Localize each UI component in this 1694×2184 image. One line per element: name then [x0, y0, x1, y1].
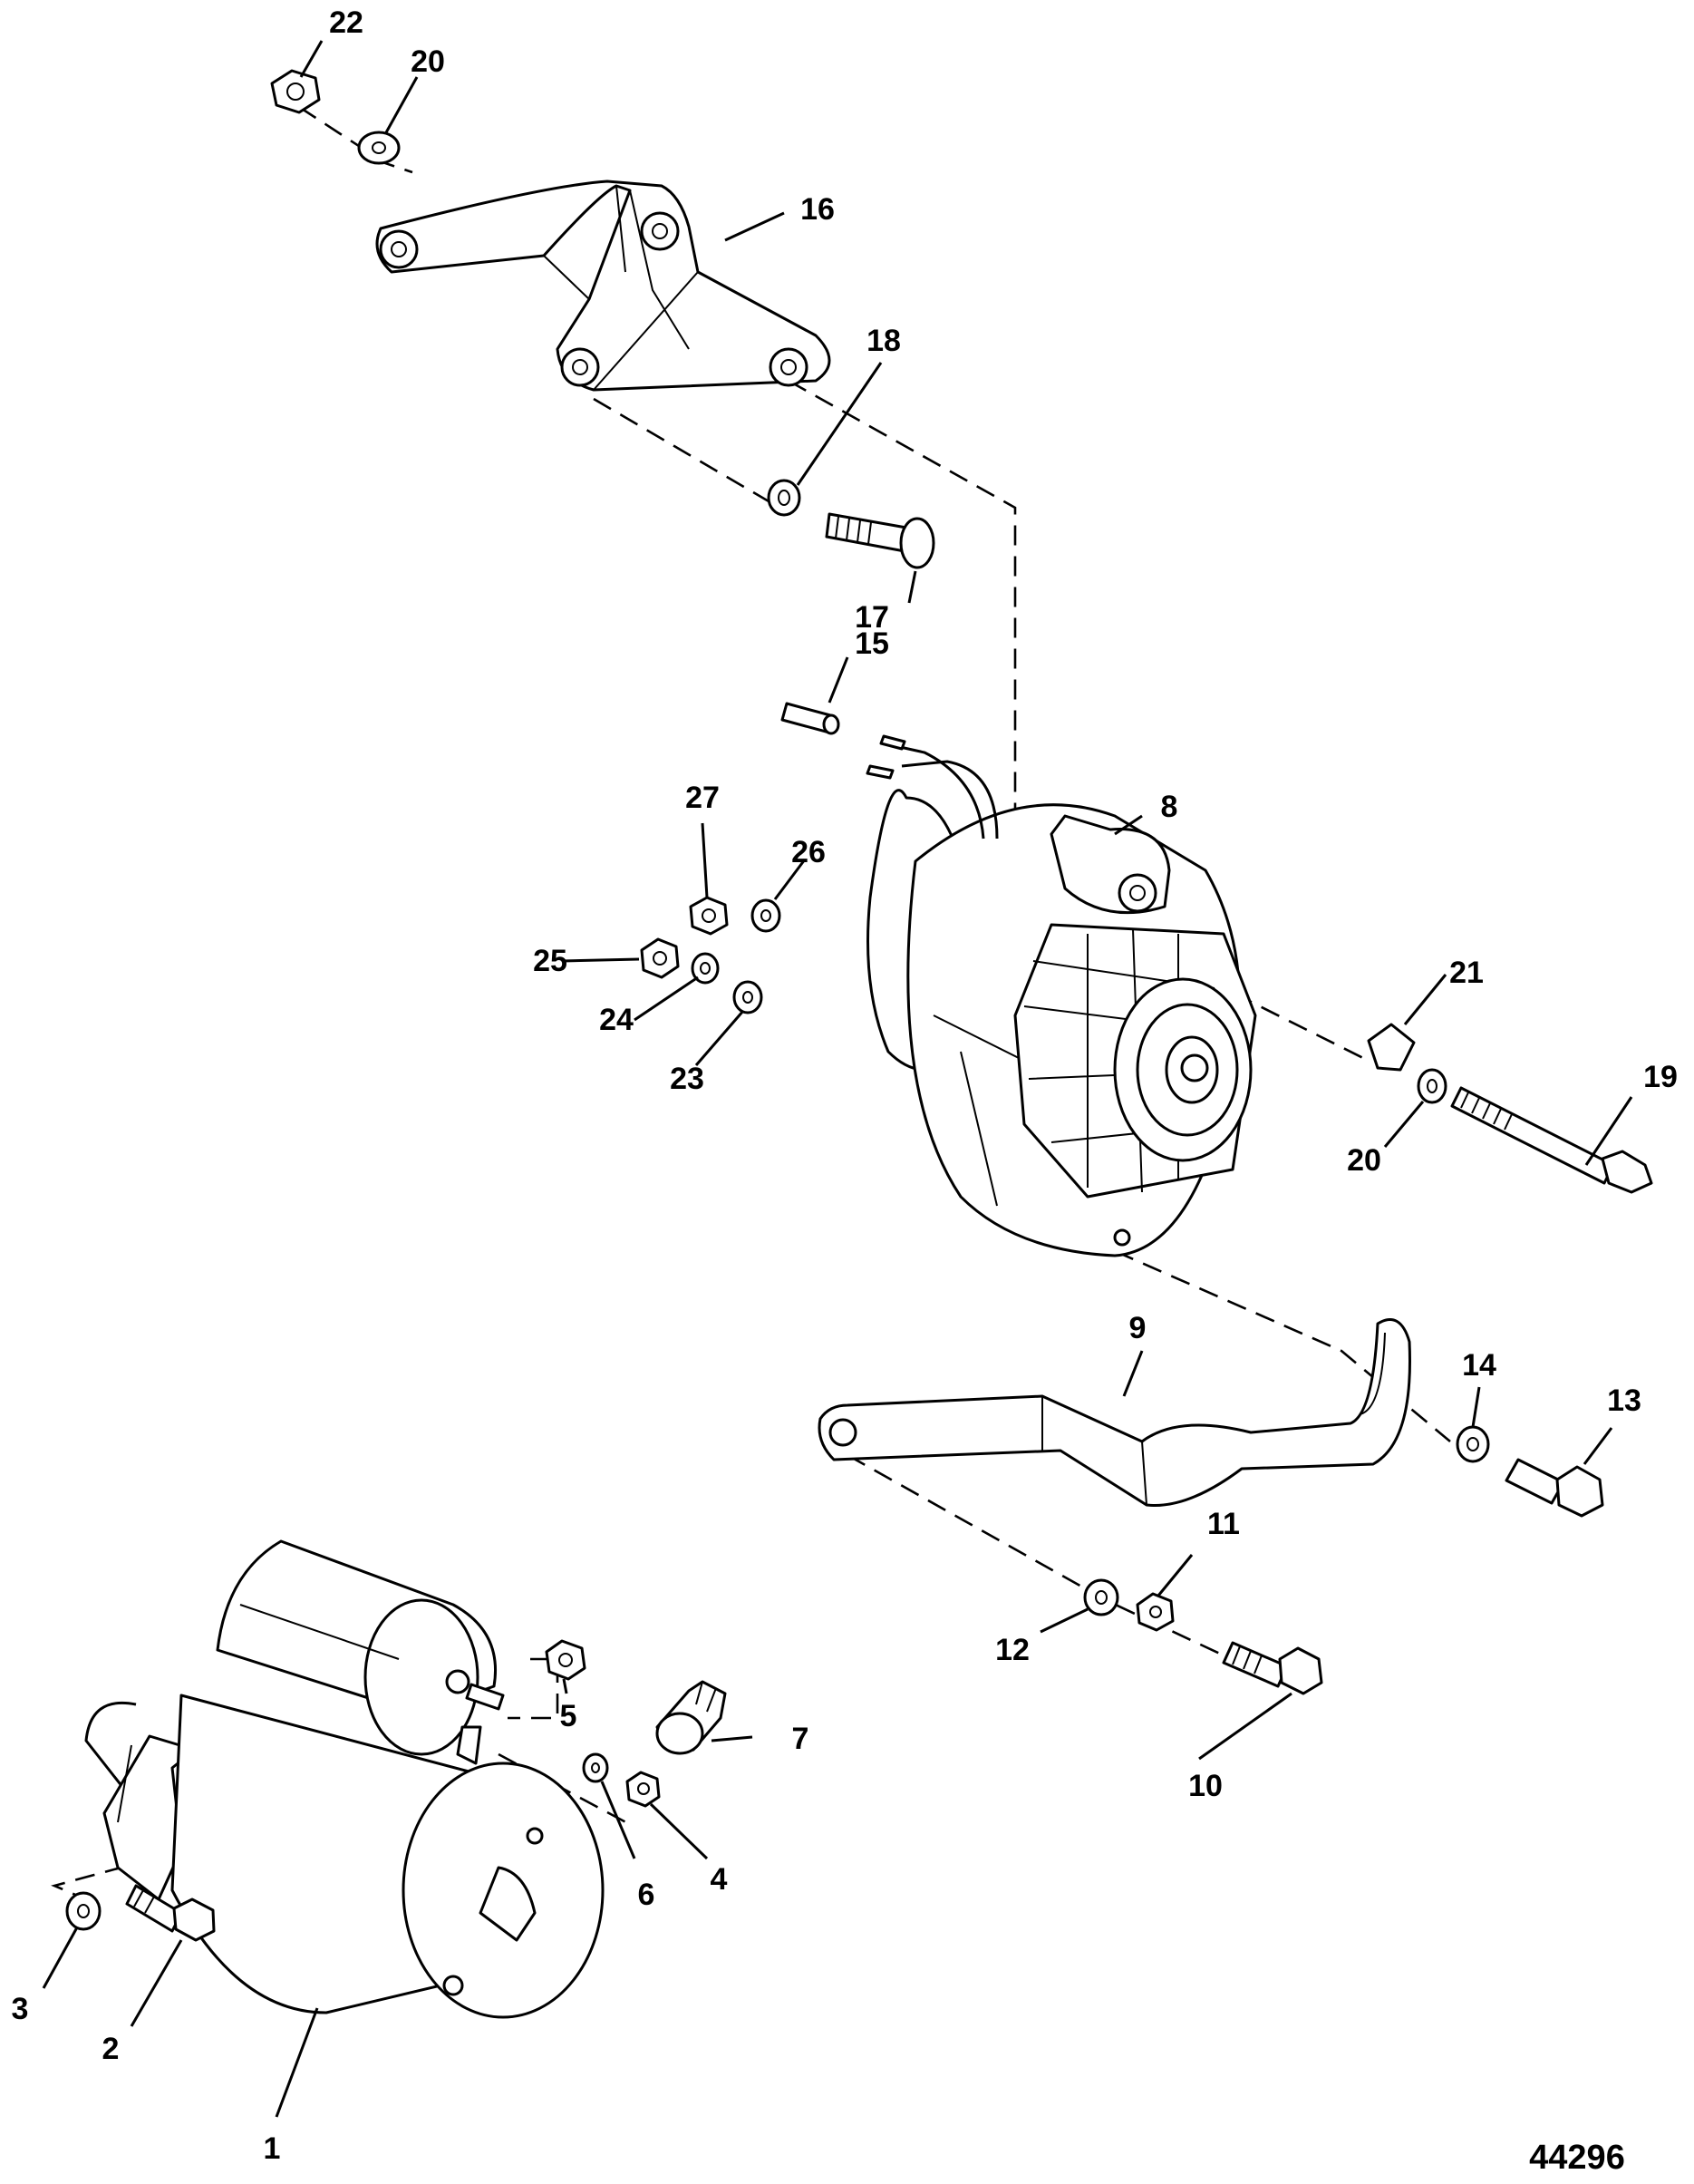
bolt-2: [125, 1884, 216, 1942]
dowel-pin-15: [780, 702, 840, 735]
callout-2: 2: [102, 2032, 120, 2066]
callout-7: 7: [792, 1722, 809, 1756]
callout-20-right: 20: [1347, 1143, 1381, 1178]
callout-24: 24: [599, 1003, 634, 1037]
bolt-17: [825, 512, 935, 569]
callout-4: 4: [711, 1862, 728, 1897]
callout-23: 23: [670, 1062, 704, 1096]
callout-10: 10: [1188, 1769, 1223, 1803]
nut-5: [545, 1639, 586, 1681]
callout-15: 15: [855, 626, 889, 661]
washer-3: [65, 1891, 102, 1931]
washer-6: [582, 1752, 609, 1783]
bolt-19: [1450, 1086, 1653, 1194]
alternator: [866, 734, 1257, 1257]
callout-6: 6: [638, 1878, 655, 1912]
lock-washer-18: [767, 479, 801, 517]
nut-27: [689, 896, 729, 936]
callout-16: 16: [800, 192, 835, 227]
washer-23: [732, 980, 763, 1014]
washer-12: [1083, 1578, 1119, 1616]
spacer-21: [1367, 1023, 1416, 1072]
nut-4: [625, 1771, 661, 1808]
callout-19: 19: [1643, 1060, 1678, 1094]
callout-27: 27: [685, 781, 720, 815]
nut-22: [270, 69, 321, 114]
washer-26: [750, 898, 781, 933]
washer-20-right: [1417, 1068, 1447, 1104]
starter-motor: [84, 1539, 605, 2019]
leader-lines: [42, 40, 1633, 2118]
nut-11: [1136, 1592, 1175, 1632]
callout-8: 8: [1161, 790, 1178, 824]
callout-26: 26: [791, 835, 826, 869]
callout-25: 25: [533, 944, 567, 978]
washer-14: [1456, 1425, 1490, 1463]
callout-12: 12: [995, 1633, 1030, 1667]
callout-1: 1: [264, 2131, 281, 2166]
callout-13: 13: [1607, 1383, 1641, 1418]
callout-9: 9: [1129, 1311, 1147, 1345]
figure-number: 44296: [1529, 2139, 1625, 2177]
callout-20-top: 20: [411, 44, 445, 79]
callout-14: 14: [1462, 1348, 1496, 1383]
alternator-upper-bracket: [375, 180, 831, 392]
callout-18: 18: [866, 324, 901, 358]
nut-25: [640, 937, 680, 979]
bolt-13: [1505, 1458, 1604, 1518]
callout-5: 5: [560, 1699, 577, 1733]
washer-20-top: [357, 131, 401, 165]
callout-22: 22: [329, 5, 363, 40]
bolt-10: [1222, 1641, 1323, 1695]
callout-11: 11: [1207, 1507, 1240, 1541]
alternator-adjusting-bracket: [818, 1318, 1411, 1507]
callout-17: 17: [855, 600, 889, 635]
washer-24: [691, 952, 720, 985]
callout-21: 21: [1449, 956, 1484, 990]
terminal-boot-7: [655, 1680, 727, 1755]
callout-numbers: 1 2 3 4 5 6 7 8 9 10 11 12 13 14 15 16 1…: [12, 5, 1678, 2166]
callout-3: 3: [12, 1992, 29, 2026]
